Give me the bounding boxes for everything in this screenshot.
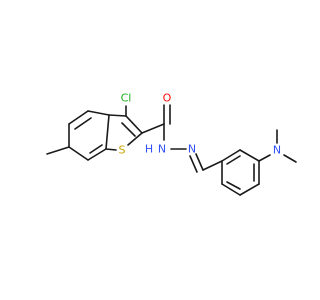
chlorine-label: Cl	[121, 92, 132, 105]
bond	[87, 110, 110, 116]
bond	[221, 149, 241, 162]
bond	[121, 122, 136, 137]
bond	[141, 123, 165, 134]
bond	[89, 144, 103, 154]
bond	[239, 183, 260, 196]
amide-h-label: H	[145, 143, 153, 156]
bond	[221, 183, 241, 196]
bond	[226, 155, 241, 165]
bond	[226, 181, 241, 190]
bond	[202, 160, 223, 171]
dimethylamino-n-label: N	[273, 144, 281, 157]
methyl-bond	[46, 146, 70, 155]
oxygen-label: O	[163, 92, 172, 105]
bond	[105, 114, 110, 150]
imine-n-label: N	[188, 143, 196, 156]
bond	[239, 149, 260, 162]
bond	[68, 146, 89, 161]
bond	[189, 155, 198, 173]
bond	[105, 148, 117, 151]
bond	[74, 117, 92, 130]
molecule-structure: Cl S O H N N N	[46, 92, 297, 196]
amide-n-label: N	[158, 143, 166, 156]
bond	[108, 114, 127, 117]
benzene-ring-left	[46, 110, 110, 161]
carbohydrazide-chain	[141, 104, 223, 173]
benzene-ring-right	[221, 149, 260, 196]
sulfur-label: S	[119, 144, 126, 157]
bond	[195, 153, 204, 171]
thiophene-ring	[105, 105, 143, 151]
dimethylamino-group	[258, 129, 297, 163]
bond	[283, 154, 297, 163]
bond	[68, 110, 89, 125]
bond	[125, 115, 143, 134]
bond	[127, 132, 143, 146]
bond	[87, 148, 107, 161]
bond	[258, 154, 271, 162]
